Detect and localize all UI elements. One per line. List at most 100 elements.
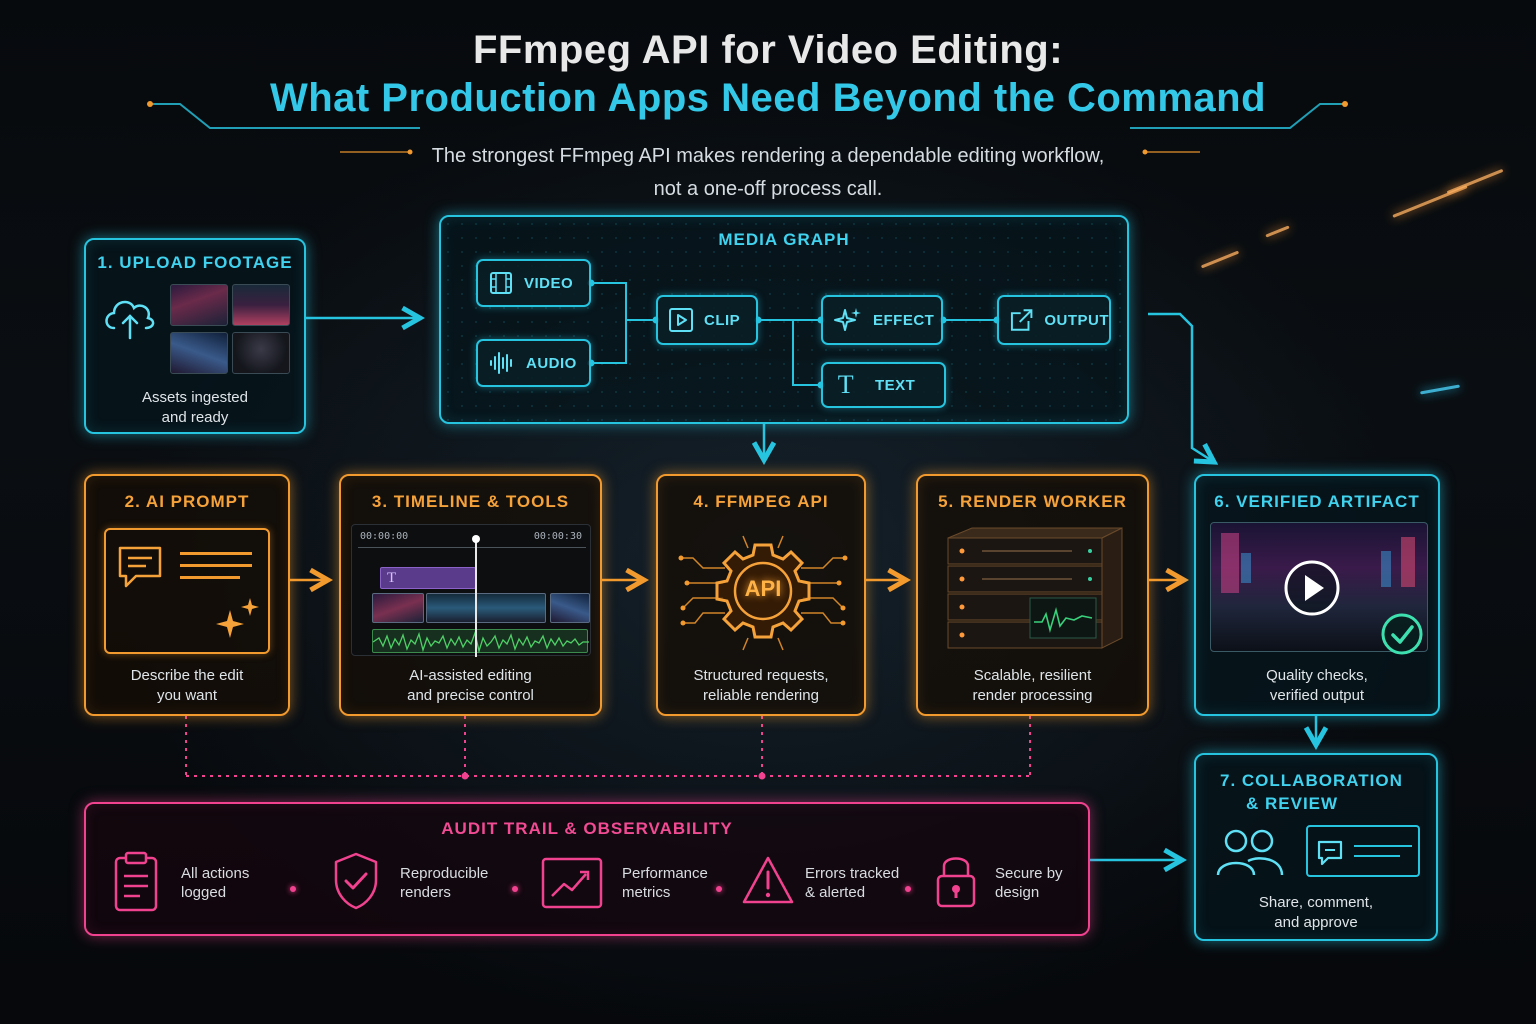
node-label: CLIP: [704, 311, 741, 329]
separator-dot: [290, 886, 296, 892]
upload-footage-caption: Assets ingested and ready: [86, 388, 304, 428]
page-subtitle: The strongest FFmpeg API makes rendering…: [0, 140, 1536, 206]
verified-artifact-card: 6. VERIFIED ARTIFACT Quality checks, ver…: [1194, 474, 1440, 716]
caption-line: Assets ingested: [142, 389, 248, 406]
verified-artifact-caption: Quality checks, verified output: [1196, 666, 1438, 706]
audit-item-metrics: Performance metrics: [622, 864, 708, 902]
audit-item-label: metrics: [622, 884, 671, 901]
render-worker-title: 5. RENDER WORKER: [938, 492, 1127, 511]
ffmpeg-api-caption: Structured requests, reliable rendering: [658, 666, 864, 706]
prompt-text-line: [180, 564, 252, 567]
film-icon: [490, 272, 512, 294]
node-effect[interactable]: EFFECT: [821, 295, 943, 345]
waveform-icon: [490, 352, 512, 374]
audit-trail-panel: AUDIT TRAIL & OBSERVABILITY All actions …: [84, 802, 1090, 936]
prompt-text-line: [180, 576, 240, 579]
title-line: & REVIEW: [1246, 794, 1339, 813]
caption-line: reliable rendering: [703, 687, 819, 704]
footage-thumbnail: [232, 332, 290, 374]
upload-footage-title: 1. UPLOAD FOOTAGE: [97, 253, 293, 272]
audit-item-label: Errors tracked: [805, 865, 900, 882]
separator-dot: [905, 886, 911, 892]
video-clip[interactable]: [426, 593, 546, 623]
caption-line: Quality checks,: [1266, 667, 1368, 684]
ffmpeg-api-title: 4. FFMPEG API: [693, 492, 829, 511]
text-icon: T: [837, 370, 855, 399]
city-light: [1241, 553, 1251, 583]
audit-item-label: All actions: [181, 865, 250, 882]
collaboration-review-card: 7. COLLABORATION & REVIEW Share, comment…: [1194, 753, 1438, 941]
audit-item-label: Reproducible: [400, 865, 489, 882]
collaboration-review-caption: Share, comment, and approve: [1196, 893, 1436, 933]
video-track: [372, 593, 592, 623]
media-graph-panel: MEDIA GRAPH VIDEO: [439, 215, 1129, 424]
node-label: EFFECT: [873, 311, 935, 329]
caption-line: Share, comment,: [1258, 894, 1374, 911]
timeline-tools-title: 3. TIMELINE & TOOLS: [371, 492, 570, 511]
caption-line: verified output: [1269, 687, 1365, 704]
node-label: VIDEO: [524, 274, 574, 292]
node-label: OUTPUT: [1044, 311, 1109, 329]
sparkle-icon: [834, 308, 861, 331]
render-worker-card: 5. RENDER WORKER Scalable, resilient ren…: [916, 474, 1149, 716]
collaboration-review-title: 7. COLLABORATION & REVIEW: [1220, 769, 1403, 815]
api-badge: API: [744, 576, 782, 601]
subtitle-line-2: not a one-off process call.: [653, 178, 883, 200]
page-title-highlight: What Production Apps Need Beyond the Com…: [269, 76, 1267, 120]
shield-check-icon: [334, 852, 378, 910]
prompt-input-panel[interactable]: [104, 528, 270, 654]
city-light: [1381, 551, 1391, 587]
users-icon: [1216, 829, 1284, 876]
node-text[interactable]: T TEXT: [821, 362, 946, 408]
caption-line: Describe the edit: [130, 667, 244, 684]
video-clip[interactable]: [372, 593, 424, 623]
city-light: [1221, 533, 1239, 593]
sparkle-icon: [216, 598, 259, 638]
timeline-editor[interactable]: 00:00:00 00:00:30 T: [351, 524, 592, 657]
comment-panel[interactable]: [1306, 825, 1420, 877]
timeline-ruler: [358, 547, 586, 548]
ai-prompt-title: 2. AI PROMPT: [124, 492, 250, 511]
chat-bubble-icon: [118, 546, 162, 588]
upload-footage-card: 1. UPLOAD FOOTAGE Assets ingested and re…: [84, 238, 306, 434]
footage-thumbnail: [232, 284, 290, 326]
render-worker-caption: Scalable, resilient render processing: [918, 666, 1147, 706]
ai-prompt-caption: Describe the edit you want: [86, 666, 288, 706]
caption-line: Structured requests,: [693, 667, 829, 684]
audit-item-secure: Secure by design: [995, 864, 1063, 902]
audit-item-label: & alerted: [805, 884, 866, 901]
node-output[interactable]: OUTPUT: [997, 295, 1111, 345]
caption-line: render processing: [972, 687, 1093, 704]
playhead-handle[interactable]: [472, 535, 480, 543]
caption-line: and approve: [1274, 914, 1358, 931]
caption-line: and precise control: [407, 687, 534, 704]
audio-waveform: [372, 630, 589, 654]
video-clip[interactable]: [550, 593, 590, 623]
play-button-icon[interactable]: [1282, 558, 1342, 618]
chart-up-icon: [541, 857, 603, 909]
ai-prompt-card: 2. AI PROMPT Describe the edit you want: [84, 474, 290, 716]
comment-text-line: [1354, 845, 1412, 847]
playhead[interactable]: [475, 539, 477, 657]
node-audio[interactable]: AUDIO: [476, 339, 591, 387]
node-video[interactable]: VIDEO: [476, 259, 591, 307]
node-label: TEXT: [875, 376, 916, 394]
audit-item-errors: Errors tracked & alerted: [805, 864, 899, 902]
timeline-tools-card: 3. TIMELINE & TOOLS 00:00:00 00:00:30 T …: [339, 474, 602, 716]
timeline-tools-caption: AI-assisted editing and precise control: [341, 666, 600, 706]
audit-trail-title: AUDIT TRAIL & OBSERVABILITY: [441, 819, 733, 838]
warning-icon: [742, 856, 794, 904]
page-title: FFmpeg API for Video Editing:: [472, 28, 1064, 72]
server-rack-icon: [947, 527, 1123, 649]
text-track-clip[interactable]: T: [380, 567, 476, 589]
timeline-start-time: 00:00:00: [360, 531, 409, 542]
footage-thumbnail: [170, 284, 228, 326]
audio-track[interactable]: [372, 629, 589, 654]
media-graph-edges: [587, 279, 1001, 389]
caption-line: and ready: [161, 409, 229, 426]
timeline-end-time: 00:00:30: [533, 531, 582, 542]
audit-item-label: logged: [181, 884, 227, 901]
audit-item-logged: All actions logged: [181, 864, 249, 902]
node-clip[interactable]: CLIP: [656, 295, 758, 345]
audit-item-label: Secure by: [995, 865, 1063, 882]
